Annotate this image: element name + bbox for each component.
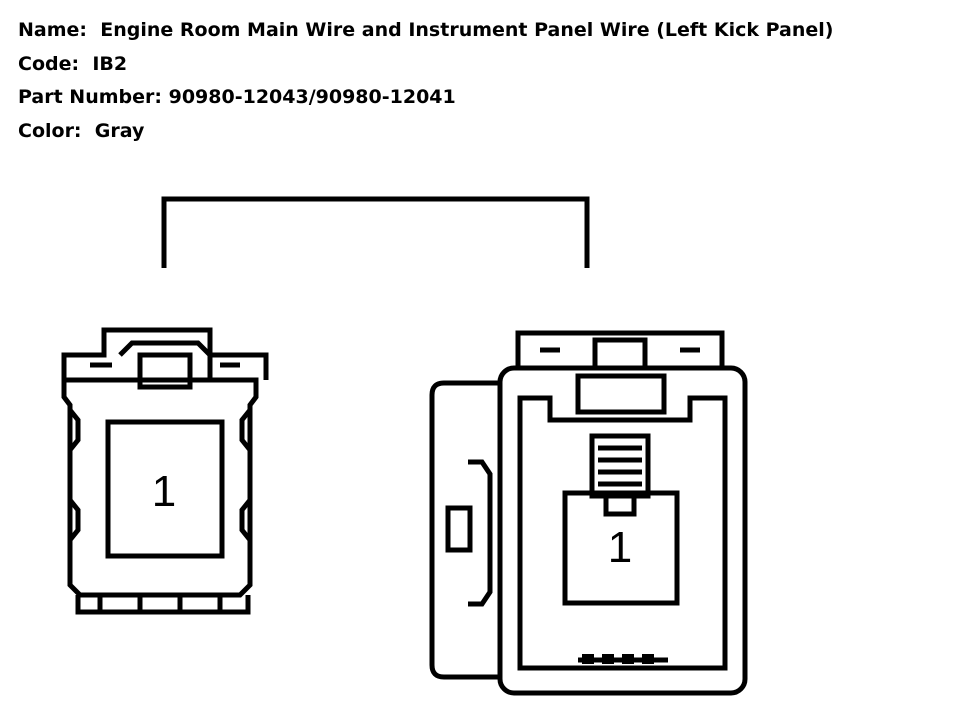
left-connector-latch-frame bbox=[118, 340, 213, 378]
right-connector-terminal-neck bbox=[603, 493, 637, 517]
left-connector-left-detents bbox=[68, 408, 81, 542]
color-row: Color: Gray bbox=[18, 115, 833, 149]
left-connector-body bbox=[61, 377, 259, 598]
right-connector-side-latch bbox=[468, 459, 493, 607]
right-connector-top-tabs bbox=[515, 330, 725, 368]
part-number-row: Part Number: 90980-12043/90980-12041 bbox=[18, 81, 833, 115]
left-connector-top-housing bbox=[61, 327, 269, 380]
code-row: Code: IB2 bbox=[18, 48, 833, 82]
code-label: Code: bbox=[18, 52, 80, 75]
code-value: IB2 bbox=[92, 52, 128, 75]
left-connector-pin-number: 1 bbox=[152, 467, 176, 516]
part-number-value: 90980-12043/90980-12041 bbox=[168, 86, 456, 108]
name-label: Name: bbox=[18, 19, 88, 41]
right-connector-vent-dots bbox=[582, 654, 654, 664]
color-value: Gray bbox=[94, 119, 145, 142]
color-label: Color: bbox=[18, 119, 82, 142]
left-connector bbox=[61, 327, 269, 615]
connector-info: Name: Engine Room Main Wire and Instrume… bbox=[18, 14, 833, 148]
name-value: Engine Room Main Wire and Instrument Pan… bbox=[100, 19, 834, 41]
name-row: Name: Engine Room Main Wire and Instrume… bbox=[18, 14, 833, 48]
connection-bracket bbox=[161, 196, 590, 268]
right-connector-side-tab bbox=[445, 505, 473, 553]
right-connector-inner-frame bbox=[517, 395, 728, 671]
right-connector bbox=[429, 330, 748, 696]
left-connector-right-detents bbox=[239, 408, 252, 542]
right-connector-lock-block bbox=[575, 373, 667, 415]
left-connector-cavity bbox=[105, 419, 225, 559]
right-connector-cavity bbox=[562, 490, 680, 606]
right-connector-terminal bbox=[589, 433, 651, 499]
right-connector-side-extension bbox=[429, 380, 500, 680]
right-connector-terminal-ribs bbox=[598, 445, 642, 487]
part-number-label: Part Number: bbox=[18, 86, 162, 108]
left-connector-bottom-tabs bbox=[75, 595, 251, 615]
left-connector-latch bbox=[137, 352, 193, 390]
right-connector-top-latch bbox=[592, 337, 648, 371]
right-connector-pin-number: 1 bbox=[608, 523, 632, 572]
